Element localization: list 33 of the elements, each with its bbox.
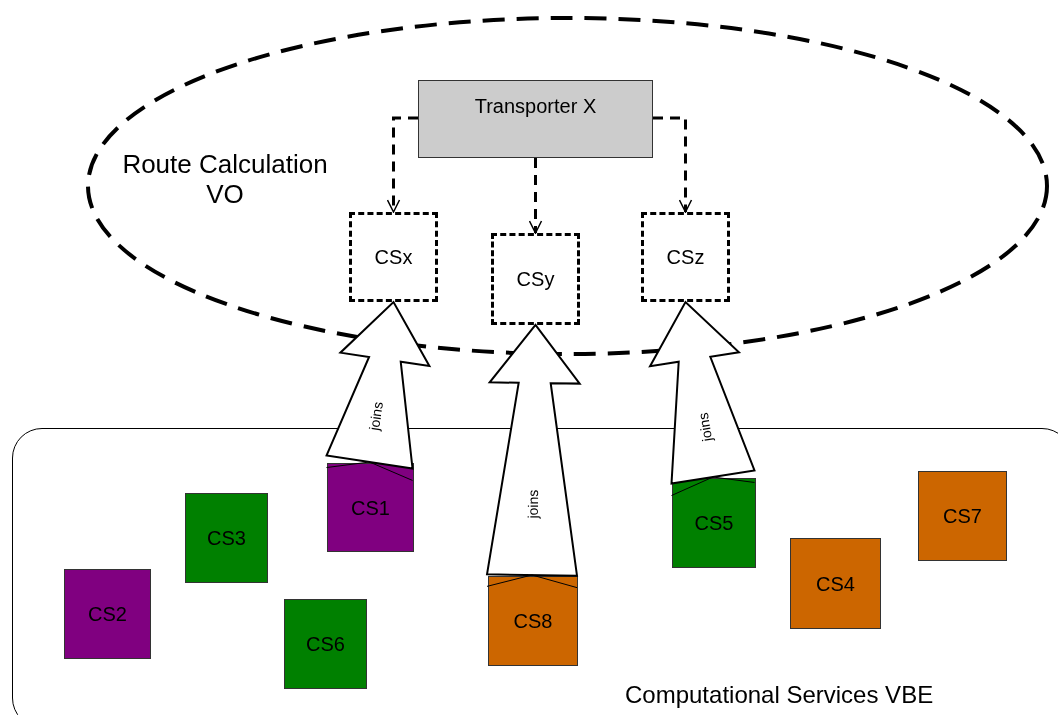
dashed-box	[641, 212, 730, 302]
block-arrow	[485, 323, 582, 577]
node-label: CSz	[665, 245, 706, 269]
dashed-arrow	[386, 116, 418, 213]
service-box	[672, 478, 756, 568]
block-arrow	[648, 300, 756, 485]
dashed-arrow	[528, 158, 543, 234]
node-label: Transporter X	[473, 94, 598, 118]
node-label: CS2	[87, 602, 128, 626]
dashed-box	[491, 233, 580, 325]
service-box	[284, 599, 367, 689]
node-label: CSy	[515, 267, 556, 291]
node-label: CS7	[942, 504, 983, 528]
service-box	[64, 569, 151, 659]
ellipse-group	[85, 15, 1050, 357]
service-box	[185, 493, 268, 583]
dashed-arrow	[653, 116, 693, 213]
service-box	[918, 471, 1007, 561]
process-box	[418, 80, 653, 158]
node-label: Computational Services VBE	[625, 681, 935, 709]
node-label: CS6	[305, 632, 346, 656]
service-box	[488, 576, 578, 666]
node-label: CS4	[815, 572, 856, 595]
dashed-box	[349, 212, 438, 302]
service-box	[790, 538, 881, 629]
node-label: Route Calculation VO	[121, 150, 329, 210]
node-label: CSx	[373, 245, 414, 269]
node-label: CS1	[350, 496, 391, 519]
node-label: CS8	[512, 609, 554, 633]
service-box	[327, 463, 414, 552]
node-label: CS3	[206, 526, 247, 550]
block-arrow	[325, 300, 432, 470]
node-label: CS5	[693, 511, 735, 535]
